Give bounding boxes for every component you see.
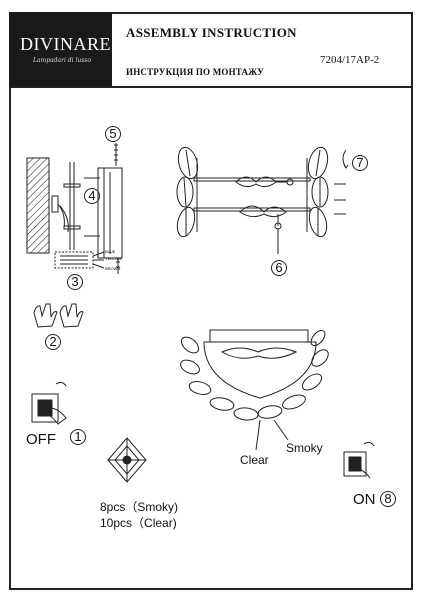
off-label: OFF: [26, 431, 56, 448]
switch-off-drawing: [31, 381, 67, 425]
crystal-smoky-count: 8pcs（Smoky): [100, 500, 179, 514]
brand-name: DIVINARE: [20, 34, 111, 54]
switch-on-drawing: [343, 441, 375, 479]
step-number-2: 2: [45, 334, 61, 350]
lamp-top-drawing: [176, 146, 349, 254]
title-russian: ИНСТРУКЦИЯ ПО МОНТАЖУ: [126, 67, 265, 77]
step-number-8: 8: [380, 491, 396, 507]
step-number-5: 5: [105, 126, 121, 142]
gloves-drawing: [33, 303, 84, 328]
on-label: ON: [353, 491, 376, 508]
crystal-clear-count: 10pcs（Clear): [100, 516, 177, 530]
step-number-7: 7: [352, 155, 368, 171]
wire-brown-label: BROWN: [105, 266, 120, 271]
crystal-piece-drawing: [107, 437, 147, 483]
title-english: ASSEMBLY INSTRUCTION: [126, 25, 297, 40]
page-frame: [9, 12, 413, 590]
clear-label: Clear: [240, 453, 269, 467]
logo: [9, 12, 112, 86]
wall-bracket-drawing: [26, 143, 123, 274]
model-number: 7204/17AP-2: [320, 54, 380, 66]
lamp-front-drawing: [180, 329, 329, 451]
smoky-label: Smoky: [286, 441, 323, 455]
step-number-4: 4: [84, 188, 100, 204]
step-number-6: 6: [271, 260, 287, 276]
step-number-3: 3: [67, 274, 83, 290]
brand-tagline: Lampadari di lusso: [33, 57, 92, 64]
wire-blue-label: BLUE: [105, 249, 116, 254]
wire-yellow-label: YELLOW: [105, 256, 122, 261]
header-divider: [9, 86, 413, 88]
step-number-1: 1: [70, 429, 86, 445]
